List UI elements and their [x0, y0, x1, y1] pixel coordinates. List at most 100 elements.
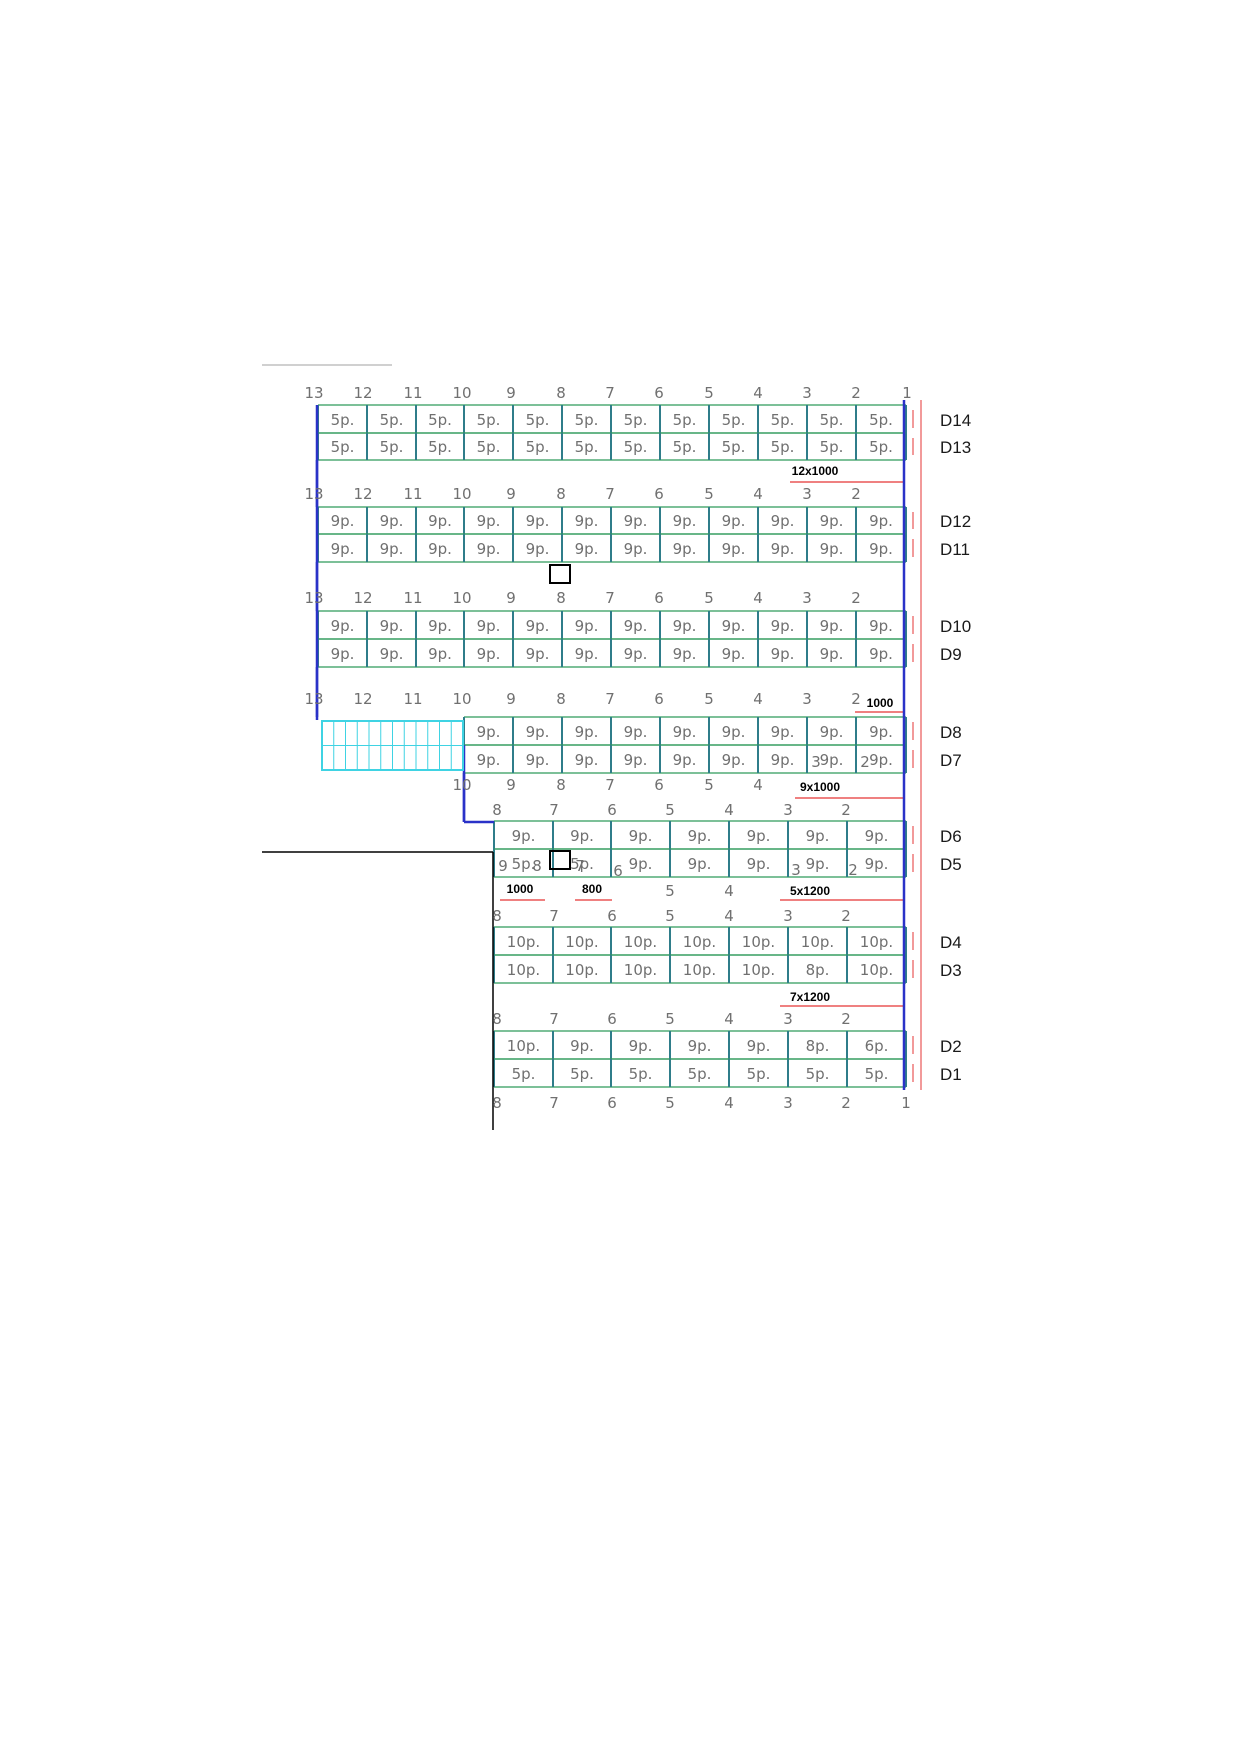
column-number: 2 — [841, 801, 851, 819]
column-marker: 2 — [860, 753, 870, 771]
row-label: D7 — [940, 751, 962, 770]
seat-count: 9p. — [869, 540, 893, 558]
column-number: 7 — [605, 485, 615, 503]
row-label: D1 — [940, 1065, 962, 1084]
seat-count: 10p. — [624, 933, 657, 951]
seat-count: 9p. — [477, 645, 501, 663]
row-label: D6 — [940, 827, 962, 846]
seat-count: 9p. — [722, 512, 746, 530]
seat-count: 9p. — [380, 617, 404, 635]
dimension-label: 1000 — [867, 696, 894, 710]
column-number: 8 — [556, 485, 566, 503]
column-number: 3 — [783, 1094, 793, 1112]
seat-count: 9p. — [771, 512, 795, 530]
column-number: 4 — [724, 882, 734, 900]
seat-count: 5p. — [512, 1065, 536, 1083]
seat-count: 5p. — [722, 411, 746, 429]
seat-count: 9p. — [526, 723, 550, 741]
column-number: 2 — [851, 384, 861, 402]
column-number: 2 — [851, 690, 861, 708]
seat-count: 5p. — [771, 438, 795, 456]
column-number: 5 — [665, 1094, 675, 1112]
column-number: 9 — [506, 485, 516, 503]
column-number: 9 — [506, 384, 516, 402]
seat-count: 9p. — [428, 645, 452, 663]
column-number: 12 — [353, 485, 372, 503]
seat-count: 9p. — [722, 645, 746, 663]
seat-count: 9p. — [526, 645, 550, 663]
seat-count: 10p. — [565, 961, 598, 979]
seat-count: 9p. — [380, 540, 404, 558]
column-number: 5 — [704, 384, 714, 402]
seat-count: 9p. — [428, 540, 452, 558]
seat-count: 9p. — [820, 723, 844, 741]
column-marker: 3 — [811, 753, 821, 771]
seat-count: 9p. — [673, 540, 697, 558]
seat-count: 10p. — [565, 933, 598, 951]
seat-count: 9p. — [820, 751, 844, 769]
seat-count: 10p. — [683, 933, 716, 951]
column-number: 3 — [783, 801, 793, 819]
seat-count: 10p. — [507, 933, 540, 951]
seat-count: 9p. — [771, 723, 795, 741]
column-number: 7 — [605, 690, 615, 708]
column-number: 8 — [492, 907, 502, 925]
column-number: 8 — [556, 589, 566, 607]
column-number: 12 — [353, 589, 372, 607]
seat-count: 5p. — [806, 1065, 830, 1083]
column-number: 3 — [783, 1010, 793, 1028]
dimension-label: 12x1000 — [792, 464, 839, 478]
seat-count: 5p. — [526, 438, 550, 456]
column-number: 2 — [851, 589, 861, 607]
seat-count: 10p. — [683, 961, 716, 979]
seat-count: 5p. — [747, 1065, 771, 1083]
column-number: 2 — [841, 1094, 851, 1112]
seat-count: 5p. — [380, 438, 404, 456]
column-number: 5 — [665, 801, 675, 819]
seat-count: 9p. — [380, 512, 404, 530]
seat-count: 5p. — [820, 411, 844, 429]
seat-count: 10p. — [742, 933, 775, 951]
seat-count: 5p. — [570, 855, 594, 873]
column-number: 10 — [452, 485, 471, 503]
seat-count: 5p. — [688, 1065, 712, 1083]
column-number: 11 — [403, 485, 422, 503]
column-number: 3 — [802, 589, 812, 607]
column-number: 10 — [452, 589, 471, 607]
column-number: 6 — [607, 907, 617, 925]
column-marker: 3 — [791, 861, 801, 879]
seat-count: 9p. — [575, 540, 599, 558]
row-label: D3 — [940, 961, 962, 980]
column-marker: 8 — [532, 857, 542, 875]
column-number: 13 — [304, 589, 323, 607]
column-number: 4 — [753, 589, 763, 607]
column-number: 6 — [654, 384, 664, 402]
column-number: 8 — [492, 801, 502, 819]
seat-count: 9p. — [865, 827, 889, 845]
column-number: 5 — [704, 485, 714, 503]
seat-count: 9p. — [806, 855, 830, 873]
seat-count: 9p. — [820, 540, 844, 558]
column-number: 12 — [353, 384, 372, 402]
seat-count: 9p. — [624, 645, 648, 663]
seat-count: 10p. — [860, 961, 893, 979]
column-number: 5 — [665, 1010, 675, 1028]
seat-count: 9p. — [673, 723, 697, 741]
column-number: 7 — [549, 1010, 559, 1028]
seat-count: 5p. — [575, 438, 599, 456]
seat-count: 5p. — [477, 411, 501, 429]
seat-count: 5p. — [673, 411, 697, 429]
column-number: 9 — [506, 690, 516, 708]
column-number: 2 — [841, 1010, 851, 1028]
seat-count: 9p. — [747, 855, 771, 873]
row-label: D8 — [940, 723, 962, 742]
seat-count: 5p. — [526, 411, 550, 429]
pillar-square — [549, 564, 571, 584]
column-number: 6 — [607, 801, 617, 819]
dimension-label: 800 — [582, 882, 602, 896]
seat-count: 9p. — [771, 540, 795, 558]
seat-count: 9p. — [869, 512, 893, 530]
seat-count: 8p. — [806, 961, 830, 979]
seat-count: 9p. — [820, 512, 844, 530]
